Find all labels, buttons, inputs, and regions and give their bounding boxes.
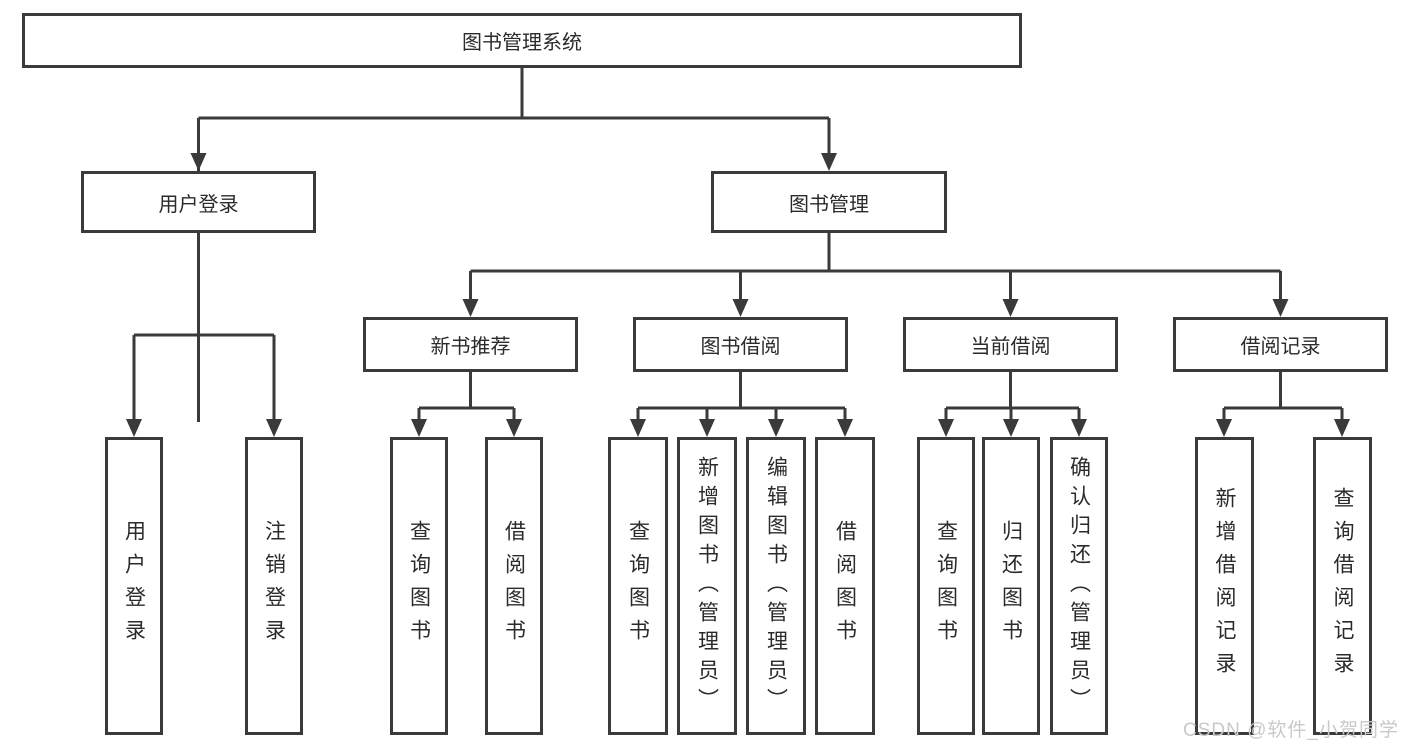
node-book-management: 图书管理 — [711, 171, 947, 233]
leaf-borrow-books: 借阅图书 — [815, 437, 875, 735]
node-borrowing-records-label: 借阅记录 — [1240, 336, 1321, 358]
leaf-confirm-return-admin: 确认归还（管理员） — [1050, 437, 1108, 735]
node-root-label: 图书管理系统 — [462, 32, 582, 54]
leaf-edit-books-admin-label: 编辑图书（管理员） — [764, 455, 788, 717]
leaf-user-login-label: 用户登录 — [122, 520, 146, 652]
csdn-watermark: CSDN @软件_小贺同学 — [1183, 720, 1399, 741]
leaf-query-books-recommend: 查询图书 — [390, 437, 448, 735]
leaf-query-books-current-label: 查询图书 — [934, 520, 958, 652]
node-root: 图书管理系统 — [22, 13, 1022, 68]
leaf-edit-books-admin: 编辑图书（管理员） — [746, 437, 806, 735]
leaf-return-books-label: 归还图书 — [999, 520, 1023, 652]
leaf-query-books-recommend-label: 查询图书 — [407, 520, 431, 652]
leaf-query-borrow-record-label: 查询借阅记录 — [1331, 487, 1354, 685]
node-current-borrowing-label: 当前借阅 — [970, 336, 1051, 358]
node-user-login-label: 用户登录 — [158, 193, 239, 216]
node-borrowing-records: 借阅记录 — [1173, 317, 1388, 372]
leaf-borrow-books-recommend-label: 借阅图书 — [502, 520, 526, 652]
leaf-add-books-admin: 新增图书（管理员） — [677, 437, 737, 735]
leaf-query-books-borrow-label: 查询图书 — [626, 520, 650, 652]
node-book-management-label: 图书管理 — [789, 193, 869, 216]
node-book-borrowing: 图书借阅 — [633, 317, 848, 372]
leaf-query-borrow-record: 查询借阅记录 — [1313, 437, 1372, 735]
node-user-login: 用户登录 — [81, 171, 316, 233]
node-current-borrowing: 当前借阅 — [903, 317, 1118, 372]
node-new-book-recommend: 新书推荐 — [363, 317, 578, 372]
leaf-user-login: 用户登录 — [105, 437, 163, 735]
leaf-return-books: 归还图书 — [982, 437, 1040, 735]
leaf-query-books-current: 查询图书 — [917, 437, 975, 735]
leaf-borrow-books-label: 借阅图书 — [833, 520, 857, 652]
leaf-confirm-return-admin-label: 确认归还（管理员） — [1067, 455, 1091, 717]
leaf-borrow-books-recommend: 借阅图书 — [485, 437, 543, 735]
leaf-logout: 注销登录 — [245, 437, 303, 735]
leaf-add-borrow-record-label: 新增借阅记录 — [1213, 487, 1236, 685]
leaf-logout-label: 注销登录 — [262, 520, 286, 652]
leaf-add-borrow-record: 新增借阅记录 — [1195, 437, 1254, 735]
node-book-borrowing-label: 图书借阅 — [700, 336, 781, 358]
leaf-add-books-admin-label: 新增图书（管理员） — [695, 455, 719, 717]
node-new-book-recommend-label: 新书推荐 — [430, 336, 511, 358]
leaf-query-books-borrow: 查询图书 — [608, 437, 668, 735]
